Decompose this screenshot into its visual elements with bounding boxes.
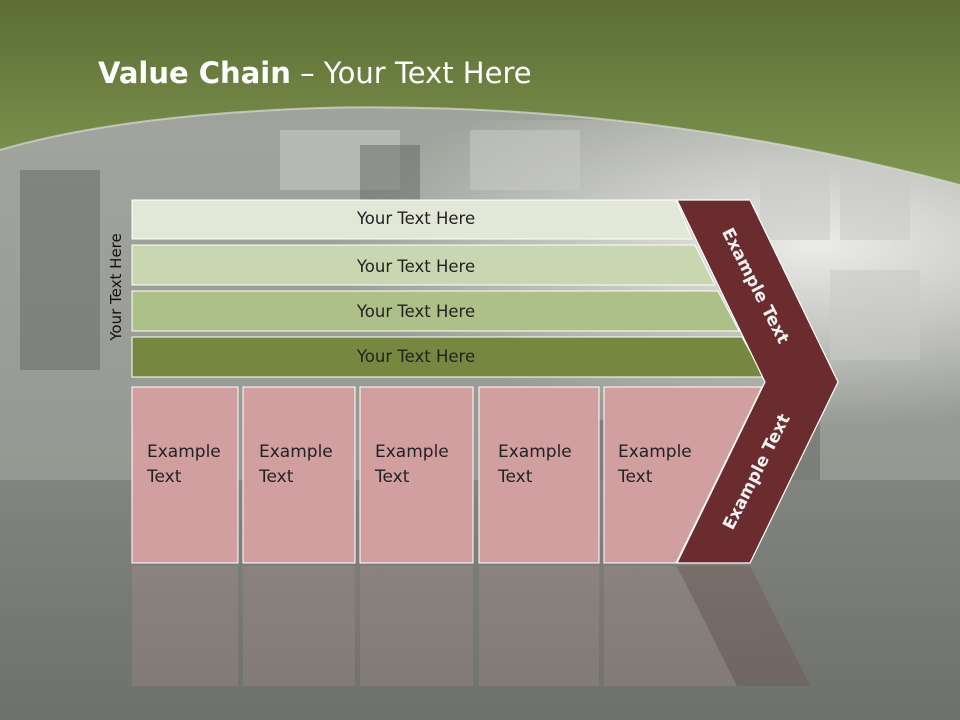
chevron-arrow[interactable]: [676, 199, 839, 564]
cell-1[interactable]: [131, 386, 239, 564]
band-1[interactable]: [131, 199, 693, 240]
slide-title: Value Chain – Your Text Here: [98, 56, 532, 90]
band-2[interactable]: [131, 244, 716, 286]
band-4-label: Your Text Here: [356, 347, 476, 366]
cell-2[interactable]: [242, 386, 356, 564]
band-1-label: Your Text Here: [356, 209, 476, 228]
cell-3[interactable]: [359, 386, 474, 564]
cell-5[interactable]: [603, 386, 763, 564]
reflection: [132, 566, 810, 686]
side-label: Your Text Here: [107, 233, 125, 341]
band-3-label: Your Text Here: [356, 302, 476, 321]
band-2-label: Your Text Here: [356, 257, 476, 276]
title-rest: – Your Text Here: [290, 56, 532, 90]
title-bold: Value Chain: [98, 56, 291, 90]
band-3[interactable]: [131, 290, 740, 332]
cell-4[interactable]: [478, 386, 600, 564]
